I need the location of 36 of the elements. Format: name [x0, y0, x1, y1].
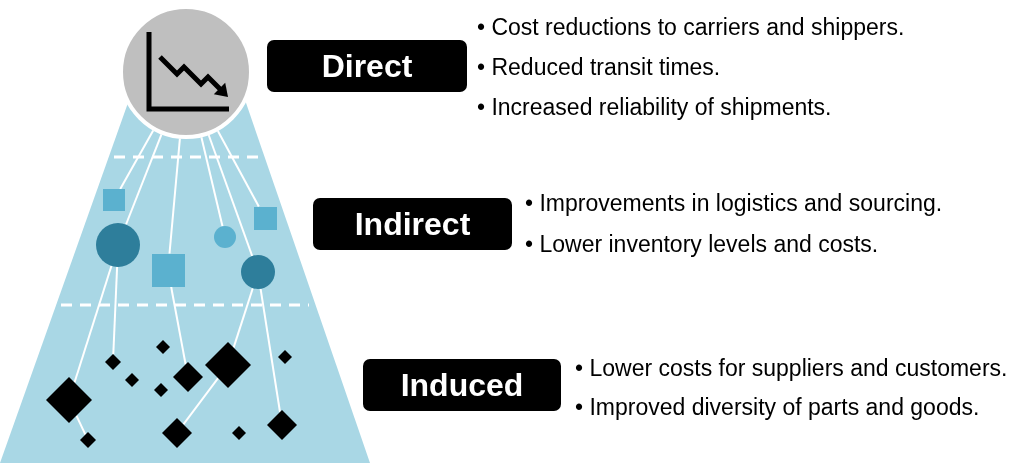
bullet-point: • Lower inventory levels and costs.	[525, 231, 879, 257]
bullet-point: • Improvements in logistics and sourcing.	[525, 190, 943, 216]
diamond-node	[173, 362, 203, 392]
diamond-node	[205, 342, 251, 388]
connector-line	[182, 377, 220, 426]
connector-line	[119, 129, 155, 190]
bullet-point: • Improved diversity of parts and goods.	[575, 394, 980, 420]
bullet-point: • Cost reductions to carriers and shippers.	[477, 14, 905, 40]
diamond-node	[154, 383, 168, 397]
diamond-node	[267, 410, 297, 440]
diamond-node	[80, 432, 96, 448]
bullet-point: • Lower costs for suppliers and customers.	[575, 355, 1008, 381]
connector-line	[207, 134, 254, 257]
diamond-node	[156, 340, 170, 354]
connector-line	[168, 137, 181, 255]
connector-line	[216, 129, 260, 208]
diamond-node	[162, 418, 192, 448]
connector-line	[170, 285, 187, 366]
connector-line	[232, 287, 254, 349]
connector-line	[259, 287, 281, 413]
category-label: Indirect	[313, 198, 512, 250]
diamond-node	[278, 350, 292, 364]
connector-line	[75, 414, 87, 436]
connector-line	[200, 136, 224, 228]
diamond-node	[125, 373, 139, 387]
category-label: Induced	[363, 359, 561, 411]
square-node	[103, 189, 125, 211]
connector-line	[112, 266, 119, 356]
connector-line	[125, 133, 163, 226]
diamond-node	[232, 426, 246, 440]
diamond-node	[105, 354, 121, 370]
category-label: Direct	[267, 40, 467, 92]
connector-line	[73, 265, 113, 384]
bullet-point: • Reduced transit times.	[477, 54, 721, 80]
diamond-node	[46, 377, 92, 423]
bullet-point: • Increased reliability of shipments.	[477, 94, 832, 120]
